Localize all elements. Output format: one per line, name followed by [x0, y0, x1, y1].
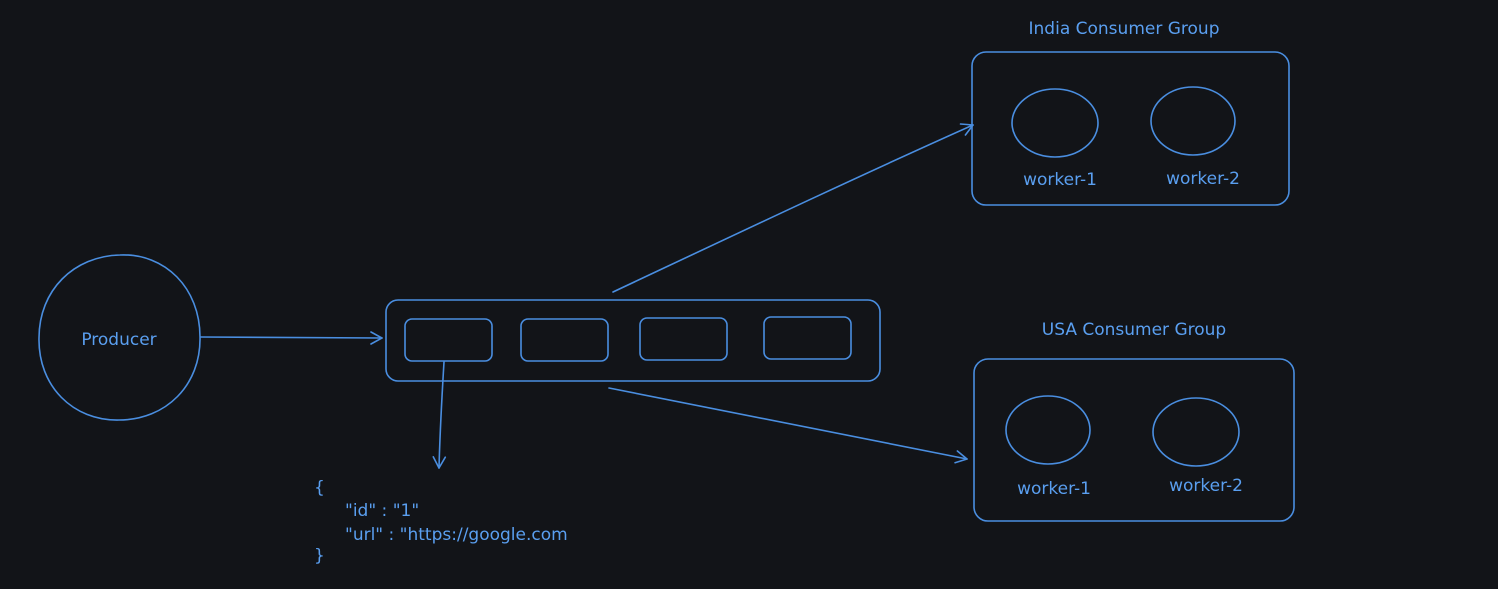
- queue-to-india-arrow: [612, 123, 974, 293]
- india-group-title: India Consumer Group: [1029, 19, 1220, 39]
- message-id-line: "id" : "1": [345, 501, 419, 521]
- producer-circle: [38, 254, 201, 421]
- queue-slot: [404, 318, 493, 362]
- india-worker-1-circle: [1011, 88, 1099, 158]
- usa-group-title: USA Consumer Group: [1042, 320, 1226, 340]
- queue-container: [385, 299, 881, 382]
- producer-to-queue-arrow: [200, 331, 383, 345]
- queue-to-usa-arrow: [608, 387, 968, 464]
- usa-worker-2-label: worker-2: [1169, 476, 1243, 496]
- producer-label: Producer: [81, 330, 156, 350]
- topic-queue: [385, 299, 881, 382]
- usa-group-box: [973, 358, 1295, 522]
- message-open-brace: {: [314, 478, 325, 498]
- message-url-line: "url" : "https://google.com: [345, 525, 568, 545]
- producer-node: Producer: [38, 254, 201, 421]
- usa-worker-1-circle: [1005, 395, 1091, 465]
- message-close-brace: }: [314, 546, 325, 566]
- india-worker-2-circle: [1150, 86, 1236, 156]
- queue-slot: [639, 317, 728, 361]
- queue-slot: [763, 316, 852, 360]
- message-payload: { "id" : "1" "url" : "https://google.com…: [314, 478, 568, 566]
- india-group-box: [971, 51, 1290, 206]
- india-worker-2-label: worker-2: [1166, 169, 1240, 189]
- usa-worker-1-label: worker-1: [1017, 479, 1091, 499]
- usa-worker-2-circle: [1152, 397, 1240, 467]
- india-consumer-group: India Consumer Group worker-1 worker-2: [971, 19, 1290, 206]
- usa-consumer-group: USA Consumer Group worker-1 worker-2: [973, 320, 1295, 522]
- india-worker-1-label: worker-1: [1023, 170, 1097, 190]
- queue-slot: [520, 318, 609, 362]
- slot-to-message-arrow: [432, 361, 447, 469]
